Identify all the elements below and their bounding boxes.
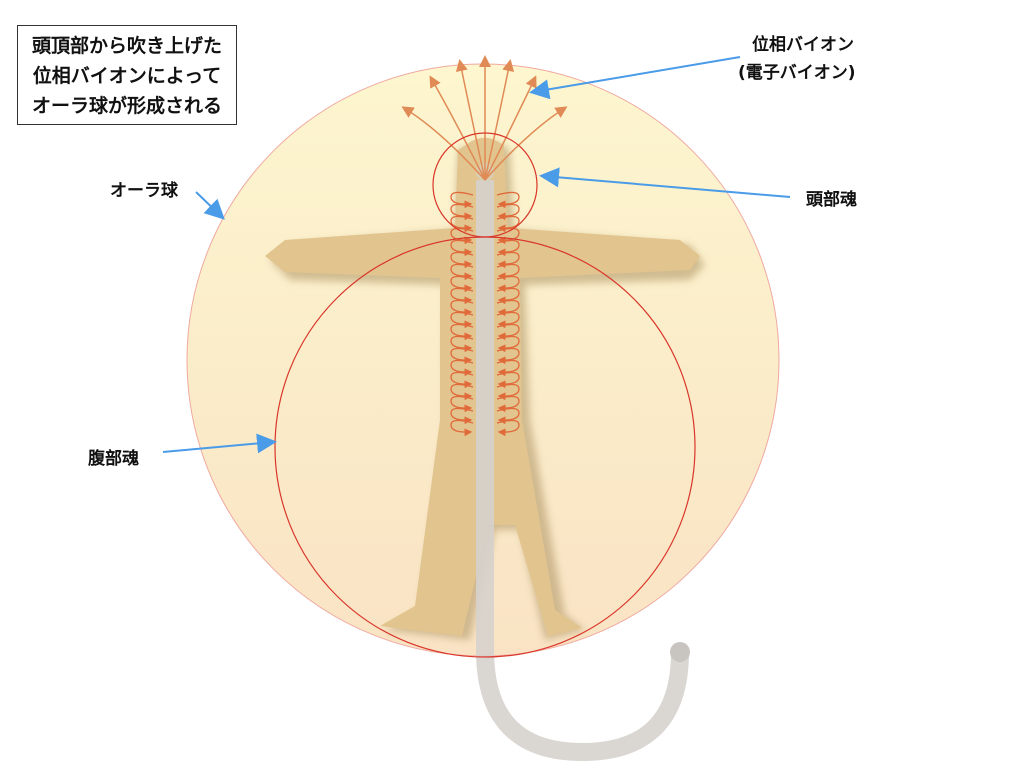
coil-loop bbox=[450, 287, 474, 305]
coil-loop bbox=[496, 383, 520, 401]
spine-end-cap bbox=[670, 642, 690, 662]
phase-bion-pointer bbox=[529, 56, 741, 100]
coil-loop bbox=[496, 419, 520, 437]
note-line: 位相バイオンによって bbox=[32, 65, 222, 87]
coil-loop bbox=[450, 347, 474, 365]
coil-loop bbox=[450, 359, 474, 377]
coil-loop bbox=[496, 191, 520, 209]
coil-loop bbox=[450, 275, 474, 293]
coil-loop bbox=[496, 215, 520, 233]
bion-arrow bbox=[401, 106, 486, 181]
coil-loop bbox=[450, 395, 474, 413]
coil-loop bbox=[450, 299, 474, 317]
coil-loop bbox=[496, 347, 520, 365]
coil-loop bbox=[496, 275, 520, 293]
coil-loop bbox=[496, 395, 520, 413]
spine-tube bbox=[476, 180, 689, 762]
coil-loop bbox=[450, 383, 474, 401]
explanation-note: 頭頂部から吹き上げた 位相バイオンによって オーラ球が形成される bbox=[17, 25, 237, 125]
coil-loop bbox=[496, 251, 520, 269]
aura-sphere-pointer bbox=[195, 191, 225, 220]
coil-loop bbox=[496, 227, 520, 245]
spiral-coils bbox=[450, 191, 520, 437]
note-line: オーラ球が形成される bbox=[31, 95, 222, 117]
head-soul-label: 頭部魂 bbox=[806, 190, 857, 210]
head-soul-pointer bbox=[539, 167, 791, 198]
coil-loop bbox=[496, 239, 520, 257]
coil-loop bbox=[496, 323, 520, 341]
coil-loop bbox=[496, 299, 520, 317]
note-line: 頭頂部から吹き上げた bbox=[31, 35, 222, 57]
coil-loop bbox=[450, 215, 474, 233]
bion-arrow bbox=[429, 75, 486, 181]
coil-loop bbox=[496, 359, 520, 377]
coil-loop bbox=[450, 371, 474, 389]
coil-loop bbox=[450, 263, 474, 281]
phase-bion-arrows bbox=[401, 55, 568, 181]
belly-soul-label: 腹部魂 bbox=[88, 449, 139, 469]
coil-loop bbox=[450, 251, 474, 269]
coil-loop bbox=[450, 311, 474, 329]
coil-loop bbox=[450, 407, 474, 425]
coil-loop bbox=[450, 335, 474, 353]
aura-sphere-label: オーラ球 bbox=[110, 181, 178, 201]
coil-loop bbox=[450, 191, 474, 209]
coil-loop bbox=[496, 203, 520, 221]
coil-loop bbox=[450, 203, 474, 221]
coil-loop bbox=[450, 239, 474, 257]
coil-loop bbox=[496, 287, 520, 305]
belly-soul-pointer bbox=[162, 433, 277, 454]
bion-arrow bbox=[484, 59, 515, 181]
coil-loop bbox=[450, 323, 474, 341]
coil-loop bbox=[496, 407, 520, 425]
phase-bion-label: 位相バイオン bbox=[752, 35, 854, 55]
coil-loop bbox=[450, 419, 474, 437]
coil-loop bbox=[496, 263, 520, 281]
electron-bion-label: (電子バイオン) bbox=[738, 63, 856, 83]
coil-loop bbox=[496, 371, 520, 389]
coil-loop bbox=[496, 335, 520, 353]
bion-arrow bbox=[455, 59, 486, 181]
coil-loop bbox=[496, 311, 520, 329]
coil-loop bbox=[450, 227, 474, 245]
bion-arrow bbox=[484, 106, 568, 181]
